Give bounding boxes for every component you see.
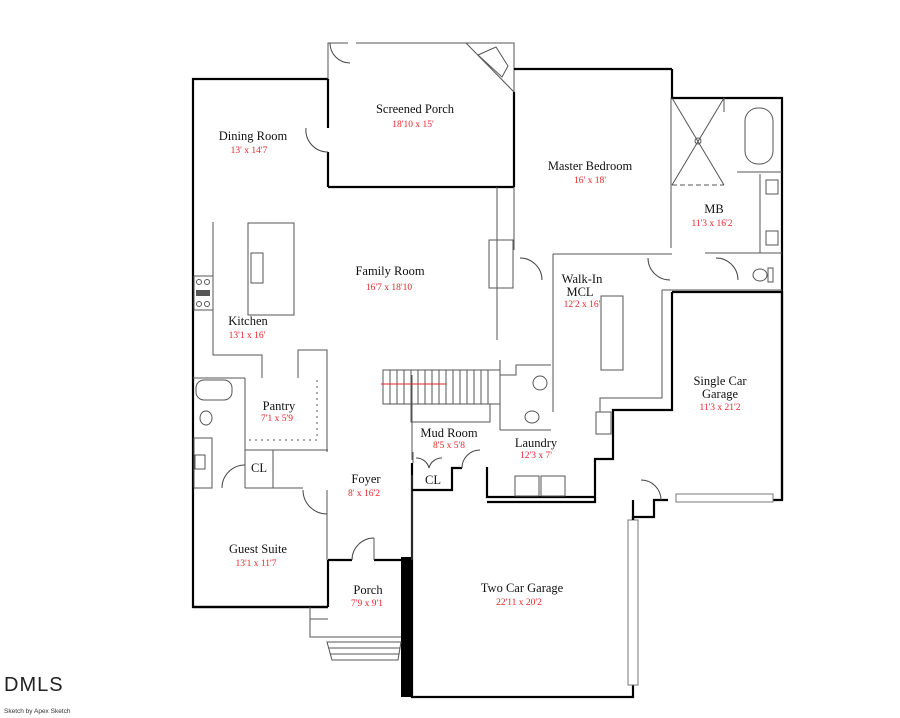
room-dim-family-room: 16'7 x 18'10 — [366, 283, 412, 293]
room-dim-dining-room: 13' x 14'7 — [231, 146, 268, 156]
room-label-laundry: Laundry — [515, 436, 558, 450]
room-label-closet: CL — [251, 461, 267, 475]
room-label-two-car-garage: Two Car Garage — [481, 581, 564, 595]
porch-steps — [326, 641, 402, 661]
bathtub-icon — [744, 107, 774, 165]
room-label-closet-mud: CL — [425, 473, 441, 487]
bathtub-icon — [195, 379, 233, 401]
fireplace — [488, 239, 514, 289]
room-label-single-car-garage: Single Car — [693, 374, 747, 388]
vanity — [193, 437, 213, 489]
brand-logo: DMLS — [4, 674, 64, 696]
room-label-single-car-garage-line2: Garage — [702, 387, 739, 401]
room-dim-screened-porch: 18'10 x 15' — [392, 120, 434, 130]
wc-door-swing[interactable] — [715, 257, 739, 281]
room-dim-porch: 7'9 x 9'1 — [351, 599, 383, 609]
room-label-screened-porch: Screened Porch — [376, 102, 455, 116]
room-label-kitchen: Kitchen — [228, 314, 268, 328]
room-dim-laundry: 12'3 x 7' — [520, 451, 552, 461]
closet-island — [600, 295, 624, 371]
front-door-swing[interactable] — [351, 537, 375, 561]
porch-corner-wall — [466, 42, 515, 92]
room-label-mud-room: Mud Room — [420, 426, 478, 440]
sink-icon — [765, 230, 779, 246]
room-label-master-bedroom: Master Bedroom — [548, 159, 633, 173]
room-dim-mud-room: 8'5 x 5'8 — [433, 441, 465, 451]
dining-door-swing[interactable] — [305, 127, 329, 153]
fireplace-diagonal — [465, 42, 515, 93]
toilet-icon — [752, 268, 768, 282]
garage-laundry-wall — [487, 292, 674, 504]
cl-wall — [412, 466, 462, 492]
two-car-garage-door[interactable] — [627, 519, 639, 686]
master-bath-exterior-wall — [670, 69, 784, 500]
sketch-credit: Sketch by Apex Sketch — [4, 708, 71, 715]
room-dim-master-bedroom: 16' x 18' — [574, 176, 606, 186]
toilet-icon — [199, 410, 213, 426]
single-garage-wall — [672, 290, 784, 502]
washer-icon — [514, 475, 540, 497]
room-label-pantry: Pantry — [263, 399, 296, 413]
room-label-guest-suite: Guest Suite — [229, 542, 287, 556]
mb-door-swing[interactable] — [647, 257, 671, 281]
room-dim-mb: 11'3 x 16'2 — [691, 219, 732, 229]
dryer-icon — [540, 475, 566, 497]
laundry-sink-icon — [595, 411, 612, 435]
room-label-mb: MB — [704, 202, 723, 216]
room-dim-kitchen: 13'1 x 16' — [229, 331, 266, 341]
garage-thick-wall — [401, 557, 412, 697]
pantry-shelving — [245, 380, 318, 441]
island-sink-icon — [250, 252, 264, 284]
powder-wall — [499, 360, 551, 376]
bath-door-swing[interactable] — [221, 464, 246, 489]
sink-icon — [194, 454, 206, 470]
toilet-icon — [524, 410, 540, 424]
porch-edge — [309, 607, 401, 638]
wic-door-swing[interactable] — [519, 257, 543, 281]
room-dim-walk-in-mcl: 12'2 x 16' — [564, 300, 601, 310]
room-label-porch: Porch — [353, 583, 383, 597]
kitchen-island — [247, 222, 295, 316]
cl-door-left[interactable] — [415, 457, 430, 469]
laundry-wall — [485, 467, 595, 499]
pantry-shelf — [297, 349, 328, 378]
porch-door-swing[interactable] — [329, 42, 351, 64]
garage-step-wall — [631, 498, 668, 520]
room-dim-guest-suite: 13'1 x 11'7 — [235, 559, 276, 569]
room-label-family-room: Family Room — [355, 264, 424, 278]
burner-icon — [196, 301, 202, 307]
shower-line-2 — [671, 97, 725, 186]
outdoor-fireplace — [477, 46, 509, 78]
room-dim-pantry: 7'1 x 5'9 — [261, 414, 293, 424]
room-dim-foyer: 8' x 16'2 — [348, 489, 380, 499]
laundry-door-swing[interactable] — [461, 449, 481, 469]
room-label-foyer: Foyer — [351, 472, 381, 486]
room-label-dining-room: Dining Room — [219, 129, 288, 143]
guest-door-swing[interactable] — [302, 489, 328, 515]
garage-side-door-swing[interactable] — [640, 479, 662, 501]
powder-sink-icon — [532, 375, 548, 391]
cl-door-right[interactable] — [428, 457, 443, 469]
wic-east-wall — [599, 290, 663, 412]
cooktop-icon — [193, 275, 214, 311]
room-label-walk-in-mcl-line2: MCL — [566, 285, 593, 299]
burner-icon — [196, 279, 202, 285]
toilet-tank — [767, 267, 774, 283]
burner-icon — [204, 279, 210, 285]
kitchen-counter — [212, 222, 263, 378]
staircase — [381, 369, 501, 423]
shower-drain-icon — [694, 137, 702, 145]
sink-icon — [765, 179, 779, 195]
room-dim-single-car-garage: 11'3 x 21'2 — [699, 403, 740, 413]
room-dim-two-car-garage: 22'11 x 20'2 — [496, 598, 542, 608]
griddle-icon — [196, 290, 210, 296]
porch-left-wall — [327, 42, 348, 79]
room-label-walk-in-mcl: Walk-In — [562, 272, 603, 286]
burner-icon — [204, 301, 210, 307]
single-garage-door[interactable] — [675, 493, 774, 503]
